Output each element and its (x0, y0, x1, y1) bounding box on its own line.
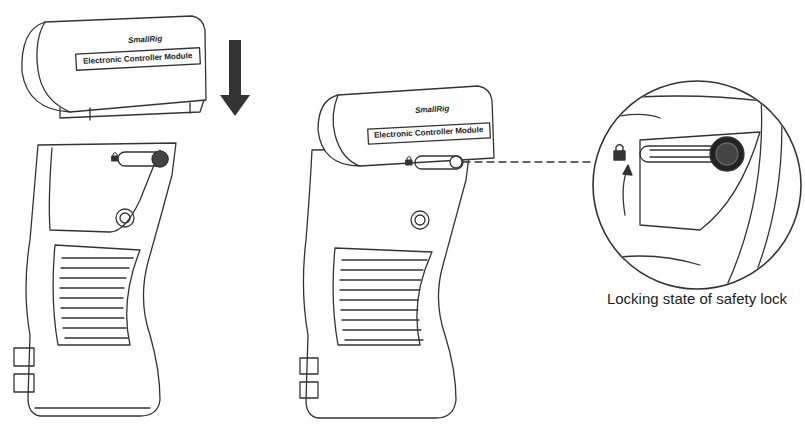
controller-module (22, 16, 206, 120)
insert-arrow (220, 40, 250, 116)
caption-label: Locking state of safety lock (607, 291, 787, 306)
lock-icon (112, 153, 412, 166)
handle-grip (14, 143, 176, 416)
assembled-handle (300, 86, 494, 418)
zoom-detail (593, 80, 801, 300)
leader-line (463, 161, 592, 162)
lock-icon (614, 145, 625, 161)
